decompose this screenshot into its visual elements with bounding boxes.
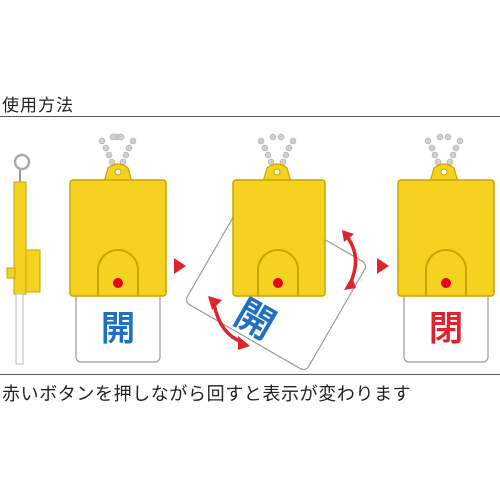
usage-caption: 赤いボタンを押しながら回すと表示が変わります — [2, 384, 412, 405]
step-arrow-icon — [174, 258, 186, 274]
instructions-heading: 使用方法 — [2, 96, 74, 116]
ball-chain-icon — [98, 133, 137, 166]
side-view-icon — [6, 153, 41, 365]
ball-chain-icon — [257, 133, 297, 166]
bottom-divider — [0, 374, 500, 375]
rotate-arrow-icon — [342, 230, 358, 290]
ball-chain-icon — [424, 133, 464, 166]
plate-open-label: 開 — [101, 309, 135, 349]
top-divider — [0, 116, 500, 117]
step-arrow-icon — [377, 258, 389, 274]
device-open: 開 — [69, 133, 167, 363]
device-rotating: 閉 開 — [185, 133, 367, 371]
plate-closed-label: 閉 — [429, 309, 463, 349]
device-closed: 閉 — [397, 133, 495, 363]
rotate-arrow-icon — [208, 296, 250, 350]
usage-illustration: 開 閉 開 — [6, 133, 495, 371]
